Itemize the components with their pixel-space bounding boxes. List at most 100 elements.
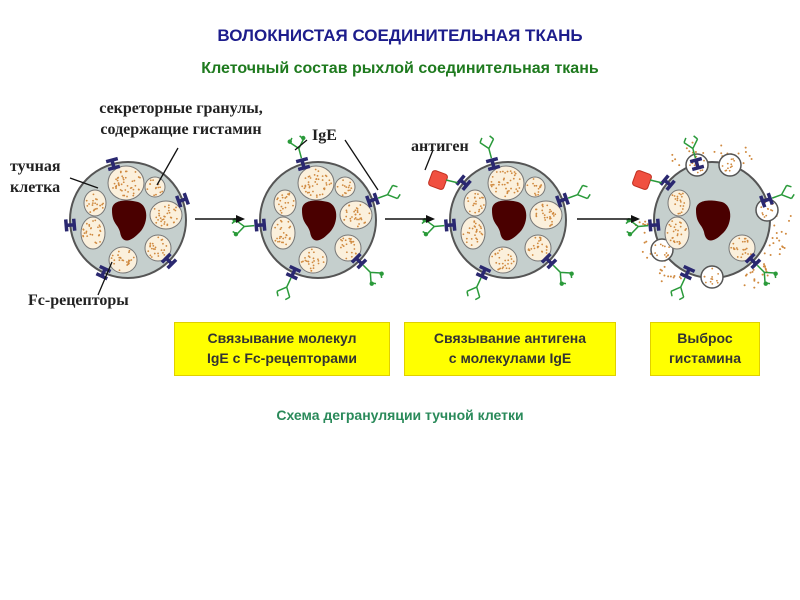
granule-dot xyxy=(317,258,319,261)
granule-dot xyxy=(506,170,509,173)
granule-dot xyxy=(530,247,533,250)
granule-pore xyxy=(755,198,779,222)
granule-dot xyxy=(118,269,121,272)
granule-dot xyxy=(730,163,733,166)
granule-dot xyxy=(716,279,718,282)
granule-dot xyxy=(354,213,357,216)
granule-dot xyxy=(126,195,128,198)
label-mast-cell-line1: тучная xyxy=(10,158,61,175)
granule-dot xyxy=(132,188,135,191)
fc-receptor-icon xyxy=(443,218,457,232)
granule-dot xyxy=(497,252,499,255)
granule-dot xyxy=(678,243,681,245)
granule-dot xyxy=(549,208,551,211)
granule-dot xyxy=(526,184,529,187)
fc-receptor-icon xyxy=(540,252,558,270)
granule-dot xyxy=(710,277,713,280)
histamine-dot xyxy=(663,274,666,277)
granule-dot xyxy=(101,206,104,209)
granule-dot xyxy=(744,252,747,254)
granule-dot xyxy=(279,199,282,202)
granule-dot xyxy=(518,187,521,189)
fc-receptor-shape xyxy=(744,252,762,270)
granule-dot xyxy=(284,197,287,199)
granule-dot xyxy=(473,202,476,205)
histamine-dot xyxy=(667,275,670,278)
fc-receptor-shape xyxy=(253,218,267,232)
ige-antibody-icon xyxy=(756,264,778,286)
granule-dot xyxy=(507,259,510,262)
step-3-line1: Выброс xyxy=(677,330,733,346)
fc-receptor-icon xyxy=(679,264,696,281)
granule-dot xyxy=(351,240,354,243)
granule-dot xyxy=(733,159,736,162)
granule-dot xyxy=(285,243,288,246)
granule-dot xyxy=(345,257,348,260)
granule-dot xyxy=(163,221,166,223)
granule-pore xyxy=(718,153,742,177)
granule-dot xyxy=(158,214,161,217)
histamine-dot xyxy=(720,152,723,155)
histamine-dot xyxy=(769,253,772,256)
granule-dot xyxy=(284,201,287,204)
granule-dot xyxy=(313,260,315,262)
granule-dot xyxy=(679,212,681,215)
histamine-dot xyxy=(659,268,662,271)
histamine-dot xyxy=(763,265,766,268)
ige-crosslink xyxy=(445,179,458,184)
fc-receptor-shape xyxy=(63,218,77,232)
granule-dot xyxy=(113,182,116,185)
granule-dot xyxy=(88,203,90,205)
histamine-dot xyxy=(646,256,649,259)
histamine-dot xyxy=(775,231,778,234)
histamine-dot xyxy=(788,219,791,222)
granule-dot xyxy=(161,190,164,193)
granule-dot xyxy=(317,262,320,265)
granule-dot xyxy=(532,244,535,247)
granule-dot xyxy=(155,193,157,196)
granule-dot xyxy=(659,243,662,246)
granule-dot xyxy=(307,181,310,184)
granule-dot xyxy=(321,179,324,181)
granule-dot xyxy=(85,199,88,202)
granule-dot xyxy=(673,195,676,197)
granule-dot xyxy=(514,172,517,175)
secretory-granule xyxy=(529,200,563,230)
label-mast-cell: тучная клетка xyxy=(10,156,61,198)
granule-dot xyxy=(505,267,508,270)
granule-dot xyxy=(128,249,131,252)
granule-dot xyxy=(761,212,764,214)
granule-dot xyxy=(533,184,536,187)
granule-dot xyxy=(504,172,506,174)
histamine-dot xyxy=(751,270,754,273)
granule-dot xyxy=(358,218,360,221)
granule-dot xyxy=(711,267,714,270)
granule-dot xyxy=(121,175,124,178)
granule-dot xyxy=(679,201,682,203)
granule-dot xyxy=(117,176,120,179)
granule-dot xyxy=(307,260,310,263)
ige-antibody-icon xyxy=(421,218,445,237)
granule-dot xyxy=(689,164,691,167)
granule-dot xyxy=(673,226,676,229)
granule-dot xyxy=(663,253,666,256)
diagram-caption: Схема дегрануляции тучной клетки xyxy=(276,407,524,423)
fc-receptor-icon xyxy=(555,192,570,208)
granule-dot xyxy=(330,182,333,185)
histamine-dot xyxy=(744,150,747,153)
granule-dot xyxy=(138,188,140,191)
granule-dot xyxy=(724,169,727,172)
granule-dot xyxy=(470,244,473,246)
granule-dot xyxy=(314,168,317,171)
granule-dot xyxy=(730,246,733,249)
granule-dot xyxy=(285,195,288,198)
granule-dot xyxy=(466,231,469,234)
granule-dot xyxy=(703,159,705,162)
granule-dot xyxy=(537,187,540,190)
granule-dot xyxy=(94,219,97,222)
histamine-dot xyxy=(772,242,775,245)
granule-dot xyxy=(344,239,347,242)
granule-dot xyxy=(342,245,345,247)
granule-dot xyxy=(341,194,344,197)
granule-dot xyxy=(478,231,481,233)
